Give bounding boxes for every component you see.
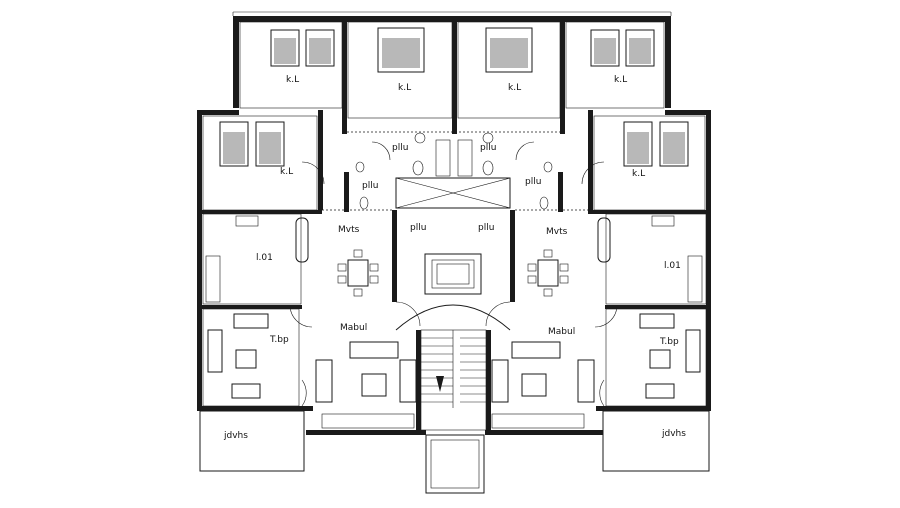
- room-label-dining: Mvts: [338, 225, 360, 235]
- dining-tables: [337, 249, 569, 297]
- living-furniture: [207, 313, 701, 429]
- room-label-bath: pllu: [478, 223, 494, 233]
- room-label-bedroom: k.L: [614, 75, 627, 85]
- room-label-study: T.bp: [269, 335, 289, 345]
- room-label-bath: pllu: [480, 143, 496, 153]
- dining-table-icon: [337, 249, 379, 297]
- room-label-bedroom: k.L: [632, 169, 645, 179]
- room-labels: k.L k.L k.L k.L k.L k.L pllu pllu pllu p…: [223, 75, 686, 441]
- bath-fixtures: [355, 132, 553, 210]
- bed-icon: [377, 27, 425, 73]
- bed-icon: [270, 29, 335, 67]
- bed-icon: [485, 27, 533, 73]
- room-label-kitchen: l.01: [256, 253, 273, 263]
- room-label-bath: pllu: [410, 223, 426, 233]
- staircase: [395, 304, 511, 431]
- room-label-bedroom: k.L: [280, 167, 293, 177]
- room-label-bath: pllu: [525, 177, 541, 187]
- interior-walls: [202, 16, 708, 432]
- room-label-kitchen: l.01: [664, 261, 681, 271]
- bed-icon: [590, 29, 655, 67]
- thin-lines: [199, 11, 710, 494]
- room-label-living: Mabul: [548, 327, 575, 337]
- room-label-balcony: jdvhs: [223, 431, 248, 441]
- room-label-dining: Mvts: [546, 227, 568, 237]
- doors: [289, 141, 618, 407]
- room-label-bedroom: k.L: [286, 75, 299, 85]
- room-label-living: Mabul: [340, 323, 367, 333]
- room-label-bath: pllu: [392, 143, 408, 153]
- bed-icon: [219, 121, 285, 167]
- room-label-bedroom: k.L: [508, 83, 521, 93]
- room-label-bedroom: k.L: [398, 83, 411, 93]
- dining-table-icon: [527, 249, 569, 297]
- bed-icon: [623, 121, 689, 167]
- beds: [219, 27, 689, 167]
- kitchen-counters: [205, 215, 703, 303]
- room-label-study: T.bp: [659, 337, 679, 347]
- room-label-balcony: jdvhs: [661, 429, 686, 439]
- room-label-bath: pllu: [362, 181, 378, 191]
